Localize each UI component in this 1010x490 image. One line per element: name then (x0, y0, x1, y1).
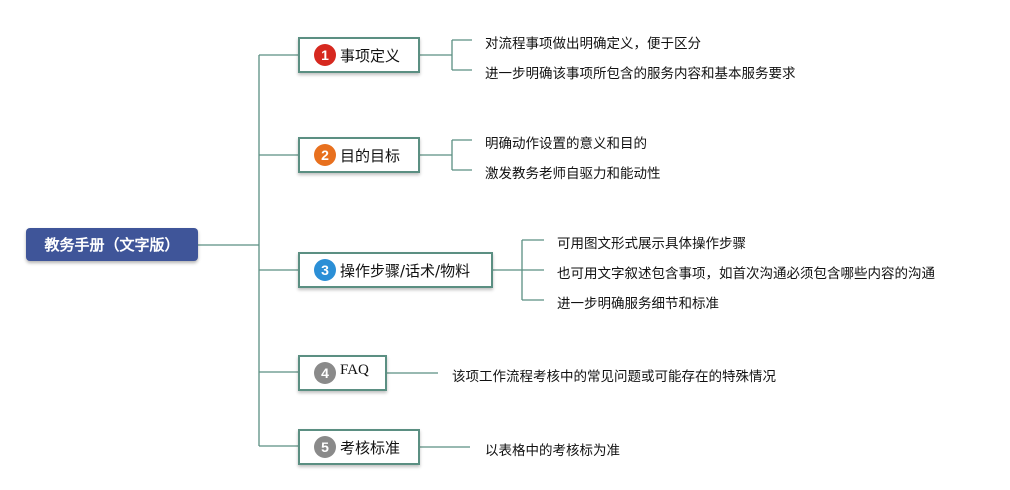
leaf-1-1: 对流程事项做出明确定义，便于区分 (485, 36, 701, 52)
branch-node-3[interactable]: 3 操作步骤/话术/物料 (298, 252, 493, 288)
number-badge-3: 3 (314, 259, 336, 281)
branch-node-5[interactable]: 5 考核标准 (298, 429, 420, 465)
branch-node-4[interactable]: 4 FAQ (298, 355, 387, 391)
branch-label-5: 考核标准 (340, 438, 401, 457)
branch-node-1[interactable]: 1 事项定义 (298, 37, 420, 73)
leaf-3-2: 也可用文字叙述包含事项，如首次沟通必须包含哪些内容的沟通 (557, 266, 935, 282)
number-badge-5: 5 (314, 436, 336, 458)
branch-label-1: 事项定义 (340, 46, 401, 65)
root-label: 教务手册（文字版） (44, 236, 180, 254)
number-badge-4: 4 (314, 362, 336, 384)
leaf-2-1: 明确动作设置的意义和目的 (485, 136, 647, 152)
leaf-5-1: 以表格中的考核标为准 (485, 443, 620, 459)
number-badge-2: 2 (314, 144, 336, 166)
branch-label-3: 操作步骤/话术/物料 (340, 261, 471, 280)
root-node[interactable]: 教务手册（文字版） (26, 228, 198, 261)
leaf-1-2: 进一步明确该事项所包含的服务内容和基本服务要求 (485, 66, 796, 82)
leaf-2-2: 激发教务老师自驱力和能动性 (485, 166, 661, 182)
branch-label-2: 目的目标 (340, 146, 401, 165)
number-badge-1: 1 (314, 44, 336, 66)
branch-label-4: FAQ (340, 361, 369, 378)
branch-node-2[interactable]: 2 目的目标 (298, 137, 420, 173)
leaf-3-1: 可用图文形式展示具体操作步骤 (557, 236, 746, 252)
leaf-3-3: 进一步明确服务细节和标准 (557, 296, 719, 312)
leaf-4-1: 该项工作流程考核中的常见问题或可能存在的特殊情况 (452, 369, 776, 385)
